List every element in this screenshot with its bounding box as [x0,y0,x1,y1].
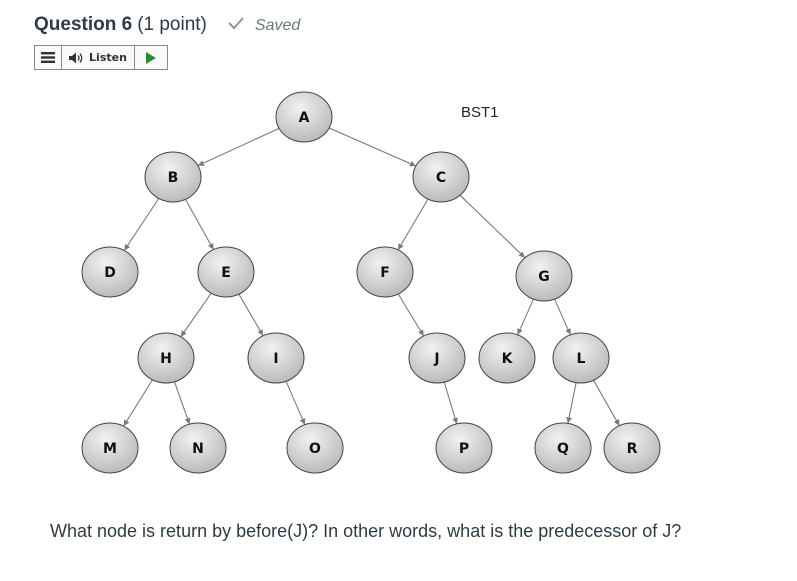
edge-c-g [459,194,526,259]
node-circle [534,422,592,474]
node-circle [412,151,470,203]
nodes-layer: A B C D E F G H I J K L M N O P Q R [81,91,661,474]
edge-h-n [173,381,191,425]
node-circle [356,246,414,298]
node-label: I [273,351,278,367]
node-label: C [436,170,446,186]
node-label: K [502,351,514,367]
edge-c-f [397,198,429,251]
edge-h-m [123,379,153,427]
edge-e-i [238,293,264,337]
node-circle [478,332,536,384]
node-g: G [515,250,573,302]
node-label: O [309,441,321,457]
bst-diagram: A B C D E F G H I J K L M N O P Q R BST1 [81,91,661,474]
play-icon [146,51,156,64]
question-title: Question 6 [34,14,133,35]
node-b: B [144,151,202,203]
edges-layer [123,127,620,427]
node-label: L [577,351,586,367]
node-circle [169,422,227,474]
edge-a-b [197,127,280,167]
node-label: Q [557,441,569,457]
node-circle [144,151,202,203]
question-text: What node is return by before(J)? In oth… [50,521,682,541]
node-c: C [412,151,470,203]
node-circle [286,422,344,474]
node-a: A [275,91,333,143]
node-r: R [603,422,661,474]
question-points: (1 point) [137,14,207,35]
node-e: E [197,246,255,298]
node-p: P [435,422,493,474]
node-label: B [168,170,179,186]
node-label: J [433,351,439,367]
node-f: F [356,246,414,298]
node-label: G [538,269,550,285]
edge-g-k [516,298,535,336]
node-label: R [627,441,638,457]
node-circle [137,332,195,384]
node-circle [197,246,255,298]
node-circle [552,332,610,384]
node-label: P [459,441,469,457]
edge-l-q [566,382,577,424]
edge-g-l [553,298,572,336]
node-k: K [478,332,536,384]
node-l: L [552,332,610,384]
node-j: J [408,332,466,384]
node-circle [515,250,573,302]
node-d: D [81,246,139,298]
listen-toolbar: Listen [34,45,168,70]
node-circle [81,422,139,474]
node-o: O [286,422,344,474]
edge-b-e [185,199,214,250]
node-circle [408,332,466,384]
node-circle [247,332,305,384]
menu-icon [41,52,55,63]
edge-b-d [123,198,160,251]
edge-a-c [328,127,417,167]
node-label: F [380,265,390,281]
node-h: H [137,332,195,384]
listen-label: Listen [89,51,127,64]
node-label: N [192,441,204,457]
node-circle [81,246,139,298]
play-button[interactable] [135,46,167,69]
edge-i-o [285,381,306,425]
node-i: I [247,332,305,384]
question-header: Question 6 (1 point) Saved [34,14,300,36]
node-label: M [103,441,117,457]
node-label: A [299,110,310,126]
edge-e-h [180,292,212,338]
saved-label: Saved [254,17,301,34]
diagram-title: BST1 [461,104,499,121]
menu-button[interactable] [35,46,62,69]
node-circle [435,422,493,474]
speaker-icon [69,52,83,63]
edge-l-r [593,380,620,426]
node-label: E [221,265,231,281]
saved-status: Saved [227,16,300,35]
edge-j-p [443,381,458,425]
node-m: M [81,422,139,474]
node-label: D [104,265,116,281]
node-circle [275,91,333,143]
node-q: Q [534,422,592,474]
edge-f-j [397,293,425,337]
node-circle [603,422,661,474]
node-label: H [160,351,172,367]
node-n: N [169,422,227,474]
check-icon [228,17,244,30]
listen-button[interactable]: Listen [62,46,135,69]
